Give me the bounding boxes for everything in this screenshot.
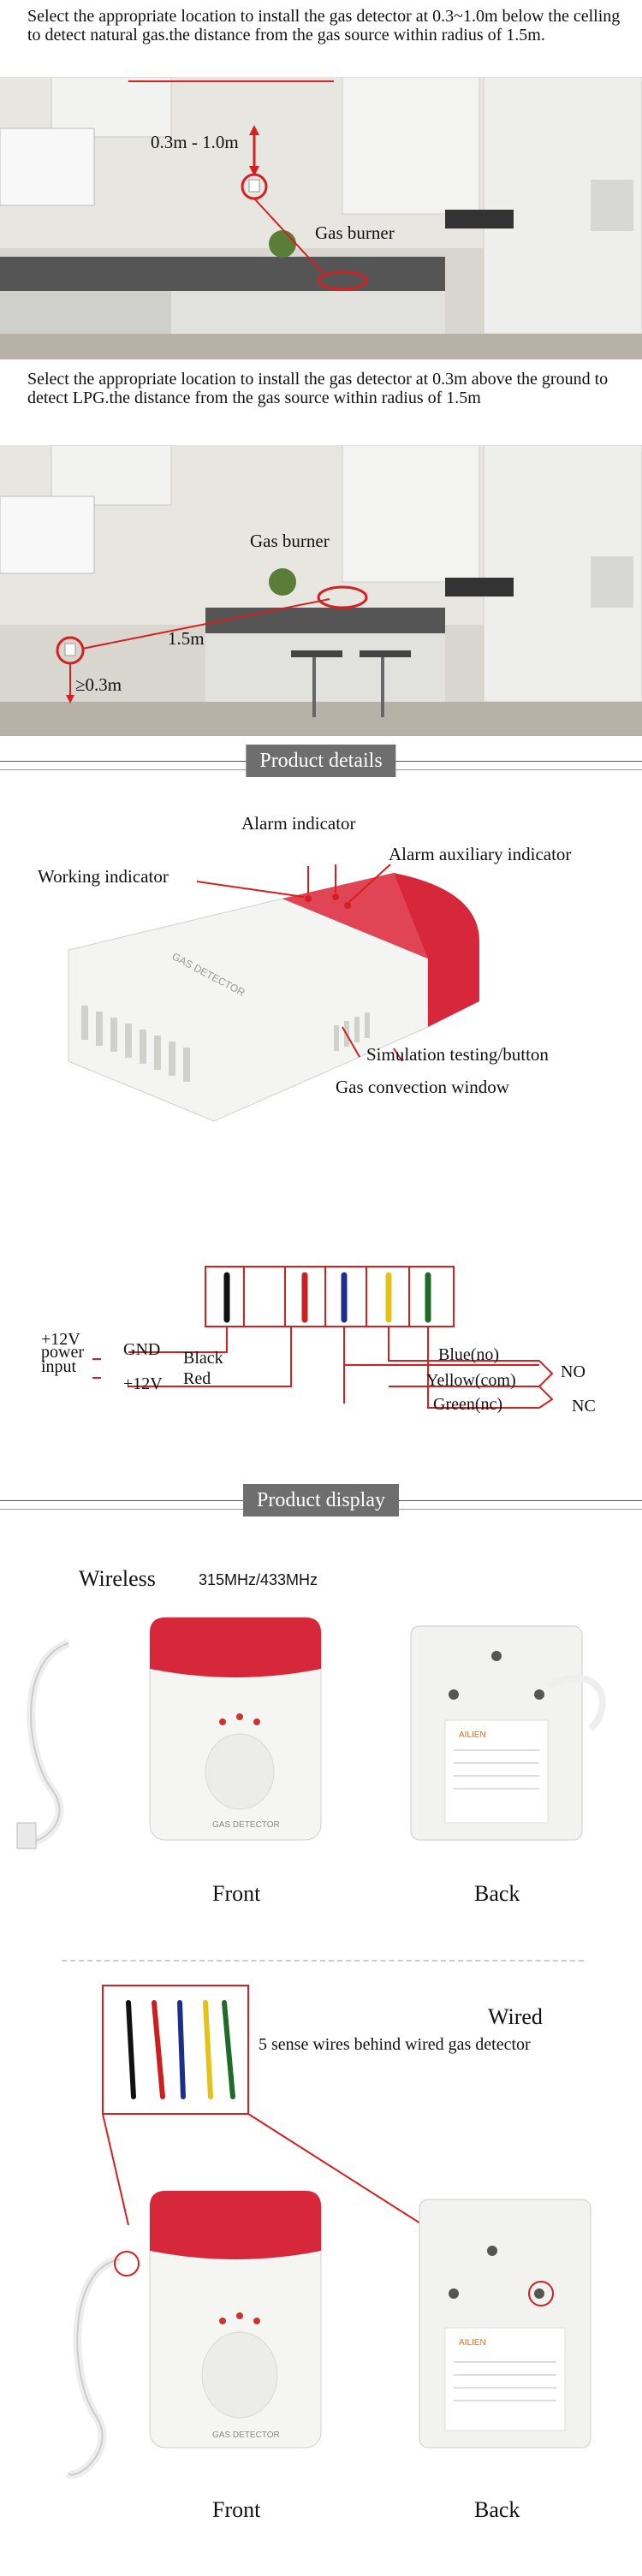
red-wire-label: Red	[183, 1369, 211, 1388]
simulation-button-label: Simulation testing/button	[366, 1044, 549, 1065]
wireless-product-display: Wireless 315MHz/433MHz GAS DETECTOR AILI…	[0, 1540, 642, 1934]
height-range-label: 0.3m - 1.0m	[151, 132, 239, 152]
product-details-header: Product details	[0, 745, 642, 777]
power-volt-label: +12V	[41, 1330, 80, 1349]
wired-product-display: GAS DETECTOR AILIEN Wired 5 sense wires …	[0, 1968, 642, 2576]
lpg-instructions: Select the appropriate location to insta…	[27, 370, 609, 407]
alarm-indicator-label: Alarm indicator	[241, 813, 356, 834]
product-display-title: Product display	[243, 1484, 399, 1517]
back-brand-text: AILIEN	[459, 1730, 486, 1740]
front-device-label: GAS DETECTOR	[212, 1820, 280, 1830]
wireless-frequency: 315MHz/433MHz	[199, 1571, 318, 1588]
no-label: NO	[561, 1362, 586, 1381]
gas-burner-label-2: Gas burner	[250, 531, 330, 551]
natural-gas-instructions: Select the appropriate location to insta…	[27, 7, 621, 45]
blue-wire-label: Blue(no)	[438, 1345, 500, 1364]
kitchen-photo-natural-gas: 0.3m - 1.0m Gas burner	[0, 77, 642, 359]
convection-window-label: Gas convection window	[336, 1077, 509, 1097]
alarm-aux-indicator-label: Alarm auxiliary indicator	[389, 844, 572, 864]
detector-callout: GAS DETECTOR Alarm indicator Alarm auxil…	[0, 796, 642, 1198]
wired-front-device-label: GAS DETECTOR	[212, 2431, 280, 2440]
green-wire-label: Green(nc)	[433, 1395, 503, 1414]
distance-label: 1.5m	[168, 628, 205, 649]
front-caption-2: Front	[212, 2497, 261, 2522]
floor-height-label: ≥0.3m	[75, 674, 122, 695]
wired-note: 5 sense wires behind wired gas detector	[259, 2035, 531, 2054]
black-wire-label: Black	[183, 1349, 223, 1368]
product-details-title: Product details	[246, 745, 396, 777]
kitchen-photo-lpg: Gas burner 1.5m ≥0.3m	[0, 445, 642, 736]
back-caption: Back	[474, 1881, 520, 1906]
yellow-wire-label: Yellow(com)	[426, 1371, 516, 1390]
back-caption-2: Back	[474, 2497, 520, 2522]
product-display-header: Product display	[0, 1484, 642, 1517]
wired-back-brand-text: AILIEN	[459, 2338, 486, 2347]
display-separator	[62, 1960, 584, 1962]
wireless-label: Wireless	[79, 1566, 156, 1591]
working-indicator-label: Working indicator	[38, 866, 169, 887]
gas-burner-label: Gas burner	[315, 223, 395, 243]
wired-label: Wired	[488, 2004, 543, 2029]
plus12v-label: +12V	[123, 1374, 163, 1393]
nc-label: NC	[572, 1397, 596, 1416]
gnd-label: GND	[123, 1340, 161, 1359]
front-caption: Front	[212, 1881, 261, 1906]
